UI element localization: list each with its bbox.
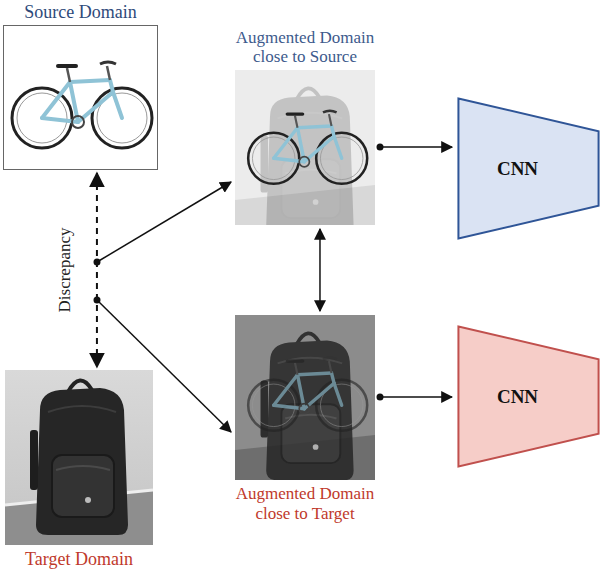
domain-heading: Augmented Domain close to Target [225,484,385,523]
domain-heading: Source Domain [0,2,166,23]
backpack-picture [5,370,153,545]
augment-arrow [97,182,231,262]
backpack [30,380,128,535]
network-label: CNN [497,158,538,180]
augmented-source-picture [235,70,375,225]
source-image-box: Source Domain [3,25,158,170]
domain-heading: Target Domain [0,549,164,570]
cnn-trapezoid: CNN [457,97,600,240]
augmented-target-picture [235,315,375,480]
augmented-image-box: Augmented Domain close to Source [235,70,375,225]
bicycle-picture [4,26,157,169]
augment-arrow [97,300,231,432]
connector [96,173,97,367]
bicycle [248,111,367,184]
network-label: CNN [497,386,538,408]
connector-line [96,173,98,367]
connector [319,229,320,311]
target-image-box: Target Domain [5,370,153,545]
connector-line [380,146,452,148]
augmented-image-box: Augmented Domain close to Target [235,315,375,480]
trapezoid-shape [458,98,598,238]
connector-line [319,229,321,311]
edge-label: Discrepancy [55,226,75,315]
trapezoid-shape [458,326,598,466]
connector-line [380,396,452,398]
connector [377,394,453,401]
connector [377,144,453,151]
bicycle [12,62,152,148]
faint-bicycle [248,358,367,431]
cnn-trapezoid: CNN [457,325,600,468]
domain-heading: Augmented Domain close to Source [225,28,385,67]
